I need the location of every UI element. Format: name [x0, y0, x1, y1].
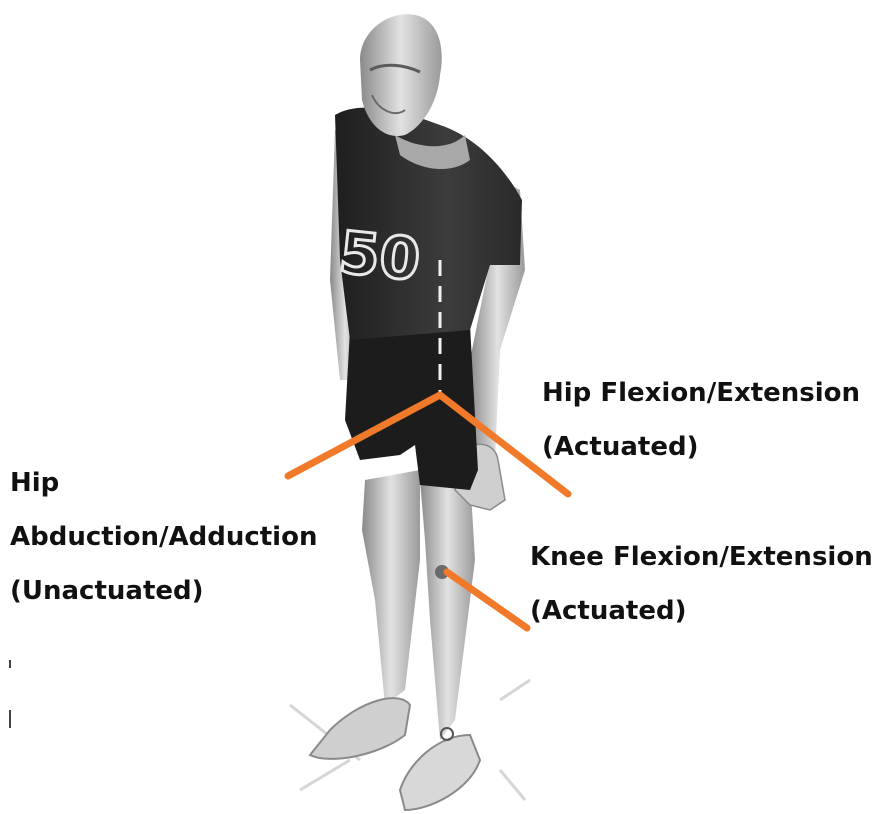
jersey-number: 50 [336, 218, 423, 294]
knee-flexion-label: Knee Flexion/Extension (Actuated) [530, 530, 873, 638]
hip-abduction-line2: Abduction/Adduction [10, 510, 317, 564]
hip-abduction-line1: Hip [10, 456, 317, 510]
hip-flexion-line2: (Actuated) [542, 420, 860, 474]
knee-flexion-line2: (Actuated) [530, 584, 873, 638]
hip-abduction-line3: (Unactuated) [10, 564, 317, 618]
hip-flexion-label: Hip Flexion/Extension (Actuated) [542, 366, 860, 474]
knee-flexion-line1: Knee Flexion/Extension [530, 530, 873, 584]
hip-abduction-label: Hip Abduction/Adduction (Unactuated) [10, 456, 317, 618]
head [360, 14, 442, 136]
hip-flexion-line1: Hip Flexion/Extension [542, 366, 860, 420]
